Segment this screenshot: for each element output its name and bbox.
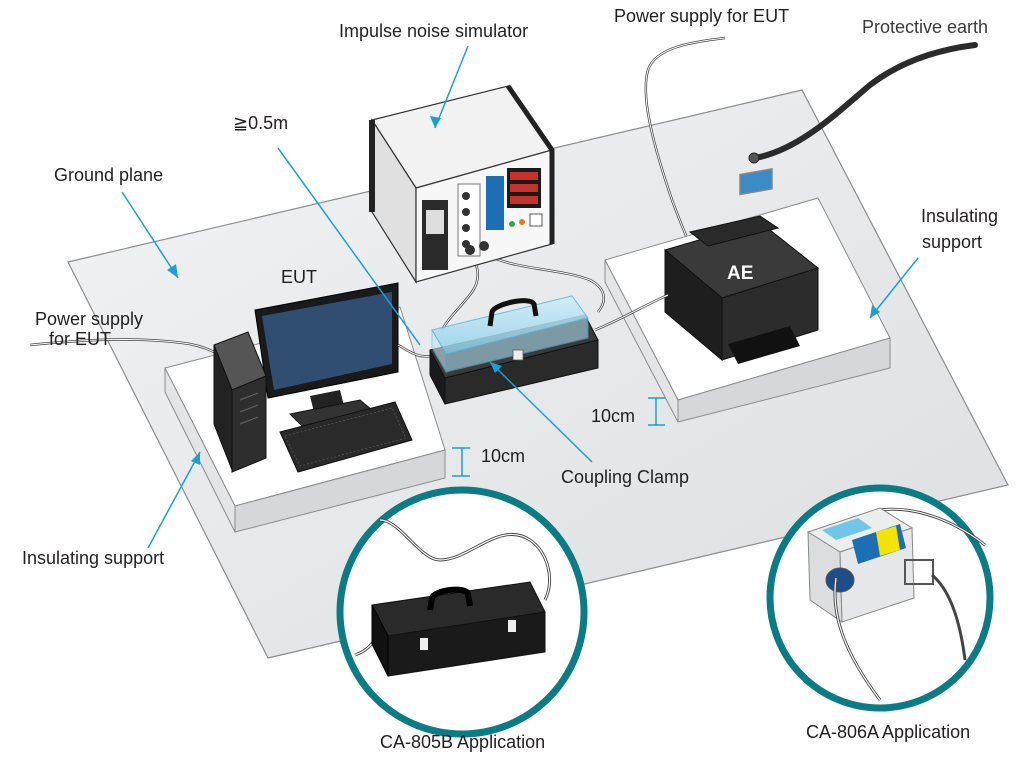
leader-coupling-clamp: [489, 361, 593, 463]
impulse-noise-simulator-label: Impulse noise simulator: [339, 21, 529, 41]
protective-earth-label: Protective earth: [862, 17, 989, 37]
distance-label: ≧0.5m: [233, 113, 289, 133]
ca805b-label: CA-805B Application: [380, 732, 546, 752]
eut-monitor: [254, 282, 399, 427]
leader-arrowheads: [167, 116, 880, 465]
height-left-label: 10cm: [481, 446, 526, 466]
power-supply-eut-left-label-line2: for EUT: [49, 329, 112, 349]
ca805b-detail-circle: [336, 486, 588, 738]
ae-label: AE: [727, 263, 754, 284]
ca806a-label: CA-806A Application: [806, 722, 971, 742]
height-marker-right: [648, 397, 665, 426]
coupling-clamp: [429, 295, 599, 405]
protective-earth-cable: [748, 42, 978, 164]
power-supply-eut-left-label-line1: Power supply: [35, 309, 144, 329]
leader-insulating-left: [147, 451, 201, 549]
power-supply-eut-top-label: Power supply for EUT: [614, 6, 790, 26]
eut-pc-tower: [213, 331, 267, 473]
height-marker-left: [452, 447, 470, 477]
leader-distance: [277, 147, 421, 346]
insulating-support-right-label-line1: Insulating: [921, 206, 999, 226]
leader-insulating-right: [869, 257, 919, 319]
leader-lines: [121, 45, 919, 549]
insulating-support-left-label: Insulating support: [22, 548, 165, 568]
impulse-noise-simulator: [369, 84, 555, 285]
eut-label: EUT: [281, 267, 317, 287]
height-right-label: 10cm: [591, 406, 636, 426]
insulating-support-right-label-line2: support: [922, 232, 983, 252]
ae-equipment: [663, 167, 820, 364]
eut-keyboard: [279, 401, 413, 473]
leader-simulator: [434, 45, 469, 129]
leader-ground-plane: [121, 191, 179, 279]
coupling-clamp-label: Coupling Clamp: [561, 467, 690, 487]
ca806a-detail-circle: [766, 484, 994, 712]
ground-plane-label: Ground plane: [54, 165, 164, 185]
